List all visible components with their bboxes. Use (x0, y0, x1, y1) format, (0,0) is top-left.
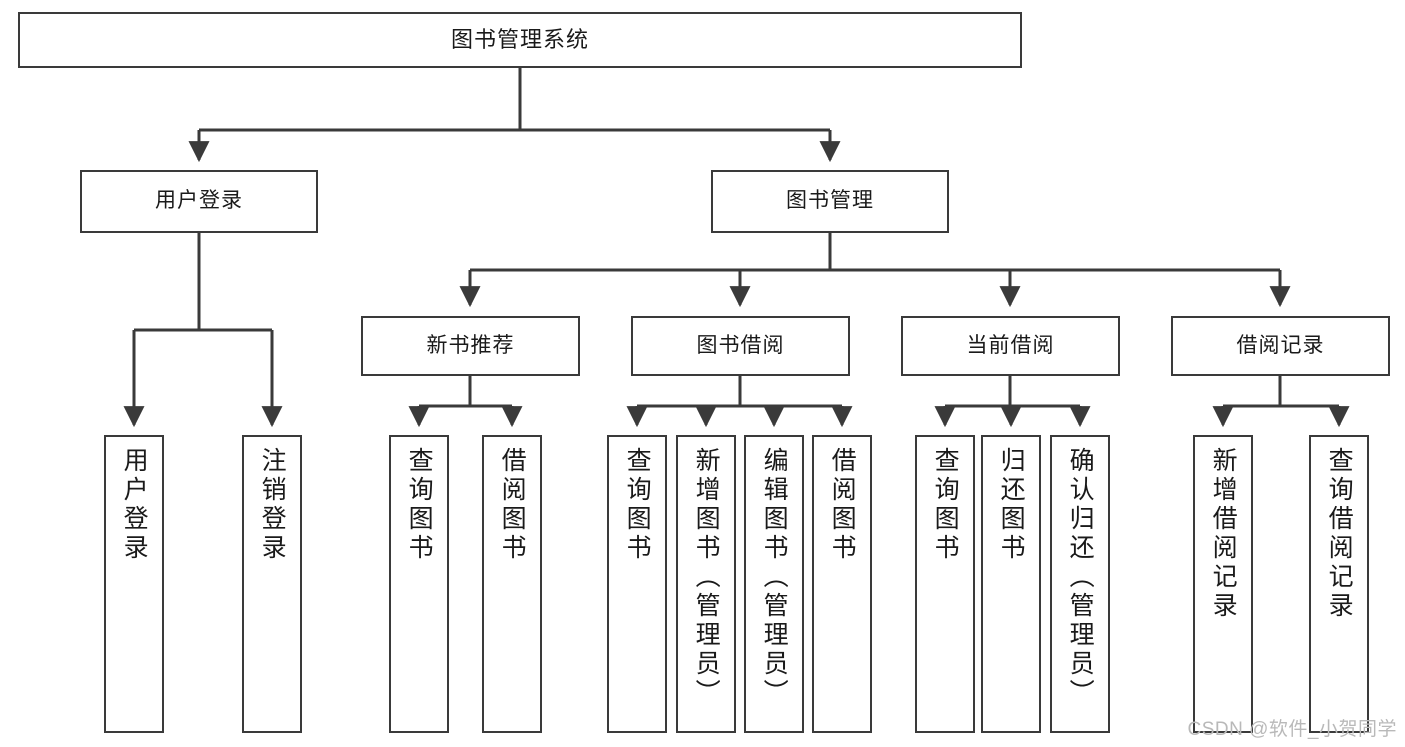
leaf-current-return-book[interactable]: 归还图书 (981, 435, 1041, 733)
leaf-borrow-query-book[interactable]: 查询图书 (607, 435, 667, 733)
leaf-borrow-add-book-admin[interactable]: 新增图书（管理员） (676, 435, 736, 733)
watermark-text: CSDN @软件_小贺同学 (1187, 719, 1397, 740)
node-root-system[interactable]: 图书管理系统 (18, 12, 1022, 68)
leaf-user-login-signout[interactable]: 注销登录 (242, 435, 302, 733)
node-new-book-recommend[interactable]: 新书推荐 (361, 316, 580, 376)
node-label: 图书借阅 (696, 333, 785, 357)
leaf-current-confirm-return-admin[interactable]: 确认归还（管理员） (1050, 435, 1110, 733)
leaf-current-query-book[interactable]: 查询图书 (915, 435, 975, 733)
node-book-management[interactable]: 图书管理 (711, 170, 949, 233)
leaf-record-add[interactable]: 新增借阅记录 (1193, 435, 1253, 733)
leaf-record-query[interactable]: 查询借阅记录 (1309, 435, 1369, 733)
node-label: 新增借阅记录 (1209, 447, 1238, 621)
leaf-borrow-borrow-book[interactable]: 借阅图书 (812, 435, 872, 733)
node-borrow-record[interactable]: 借阅记录 (1171, 316, 1390, 376)
node-label: 查询图书 (623, 447, 652, 563)
node-label: 新增图书（管理员） (692, 447, 721, 708)
node-label: 用户登录 (155, 189, 243, 213)
node-label: 用户登录 (120, 447, 149, 563)
leaf-new-book-borrow[interactable]: 借阅图书 (482, 435, 542, 733)
node-label: 查询图书 (931, 447, 960, 563)
node-label: 归还图书 (997, 447, 1026, 563)
node-label: 编辑图书（管理员） (760, 447, 789, 708)
leaf-user-login-signin[interactable]: 用户登录 (104, 435, 164, 733)
node-label: 借阅记录 (1236, 333, 1325, 357)
node-label: 当前借阅 (966, 333, 1055, 357)
leaf-borrow-edit-book-admin[interactable]: 编辑图书（管理员） (744, 435, 804, 733)
node-label: 借阅图书 (828, 447, 857, 563)
node-label: 确认归还（管理员） (1066, 447, 1095, 708)
node-label: 查询图书 (405, 447, 434, 563)
node-label: 借阅图书 (498, 447, 527, 563)
node-current-borrow[interactable]: 当前借阅 (901, 316, 1120, 376)
node-label: 图书管理 (786, 189, 874, 213)
node-label: 注销登录 (258, 447, 287, 563)
node-book-borrow[interactable]: 图书借阅 (631, 316, 850, 376)
leaf-new-book-query[interactable]: 查询图书 (389, 435, 449, 733)
node-user-login[interactable]: 用户登录 (80, 170, 318, 233)
node-label: 图书管理系统 (450, 27, 589, 53)
node-label: 查询借阅记录 (1325, 447, 1354, 621)
node-label: 新书推荐 (426, 333, 515, 357)
